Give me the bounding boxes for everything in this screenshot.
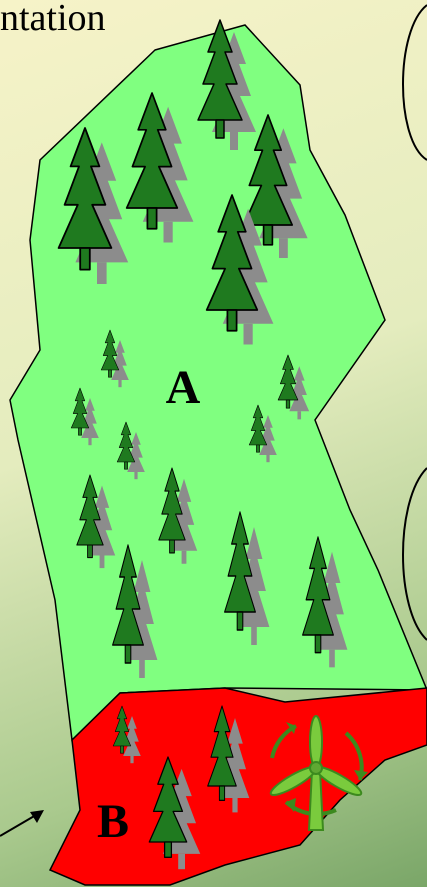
arrow-icon (0, 810, 44, 836)
side-circle-bottom (403, 468, 427, 640)
side-circle-top (403, 5, 427, 160)
region-a-label: A (166, 361, 201, 414)
region-b-label: B (97, 795, 129, 848)
